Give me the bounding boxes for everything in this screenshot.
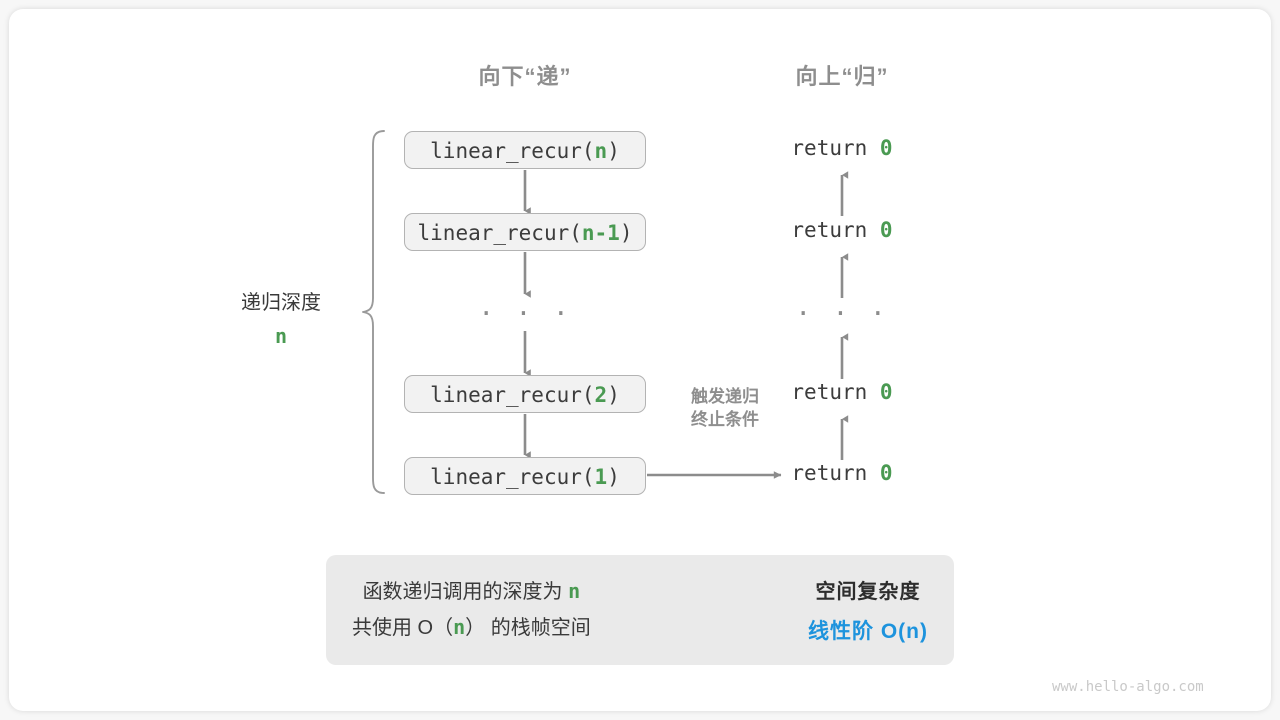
return-value: 0 [879,380,893,404]
termination-note-line2: 终止条件 [691,409,759,429]
return-keyword: return [791,136,868,160]
summary-description: 函数递归调用的深度为 n 共使用 O（n） 的栈帧空间 [352,574,591,646]
termination-note: 触发递归 终止条件 [650,386,800,432]
termination-note-line1: 触发递归 [691,387,759,406]
return-ellipsis: · · · [795,299,889,329]
call-frame-box[interactable]: linear_recur(n-1) [404,213,646,251]
return-value: 0 [879,136,893,160]
return-keyword: return [791,461,868,485]
recursion-depth-value: n [274,324,288,348]
return-keyword: return [791,218,868,242]
summary-line-2: 共使用 O（n） 的栈帧空间 [352,610,591,646]
space-complexity-title: 空间复杂度 [815,581,921,603]
call-frame-suffix: ) [607,465,620,489]
summary-line-1-var: n [568,579,581,603]
call-frame-prefix: linear_recur( [430,383,595,407]
header-downward: 向下“递” [478,64,572,89]
call-frame-suffix: ) [607,383,620,407]
summary-panel: 函数递归调用的深度为 n 共使用 O（n） 的栈帧空间 空间复杂度 线性阶 O(… [326,555,954,665]
summary-line-2-var: n [453,615,466,639]
return-value: 0 [879,218,893,242]
watermark: www.hello-algo.com [1052,679,1204,695]
summary-line-2-suffix: ） 的栈帧空间 [465,617,591,639]
call-frame-prefix: linear_recur( [430,139,595,163]
call-frame-arg: 1 [594,465,608,489]
call-frame-box[interactable]: linear_recur(1) [404,457,646,495]
return-keyword: return [791,380,868,404]
call-frame-box[interactable]: linear_recur(n) [404,131,646,169]
header-upward: 向上“归” [795,64,889,89]
call-frame-arg: n-1 [581,221,620,245]
summary-line-1-text: 函数递归调用的深度为 [362,581,569,603]
recursion-depth-label: 递归深度 n [191,286,371,348]
summary-line-2-prefix: 共使用 O（ [352,617,454,639]
return-label: return 0 [752,136,932,160]
call-frame-box[interactable]: linear_recur(2) [404,375,646,413]
return-label: return 0 [752,461,932,485]
call-frame-ellipsis: · · · [478,299,572,329]
recursion-depth-title: 递归深度 [241,292,321,314]
diagram-card: 向下“递” 向上“归” 递归深度 n linear_recur(n) linea… [9,9,1271,711]
return-label: return 0 [752,218,932,242]
summary-line-1: 函数递归调用的深度为 n [352,574,591,610]
call-frame-arg: 2 [594,383,608,407]
summary-conclusion: 空间复杂度 线性阶 O(n) [808,575,928,645]
call-frame-arg: n [594,139,608,163]
space-complexity-value: 线性阶 O(n) [808,620,928,643]
call-frame-suffix: ) [607,139,620,163]
call-frame-prefix: linear_recur( [430,465,595,489]
call-frame-prefix: linear_recur( [417,221,582,245]
return-value: 0 [879,461,893,485]
return-label: return 0 [752,380,932,404]
call-frame-suffix: ) [619,221,633,245]
